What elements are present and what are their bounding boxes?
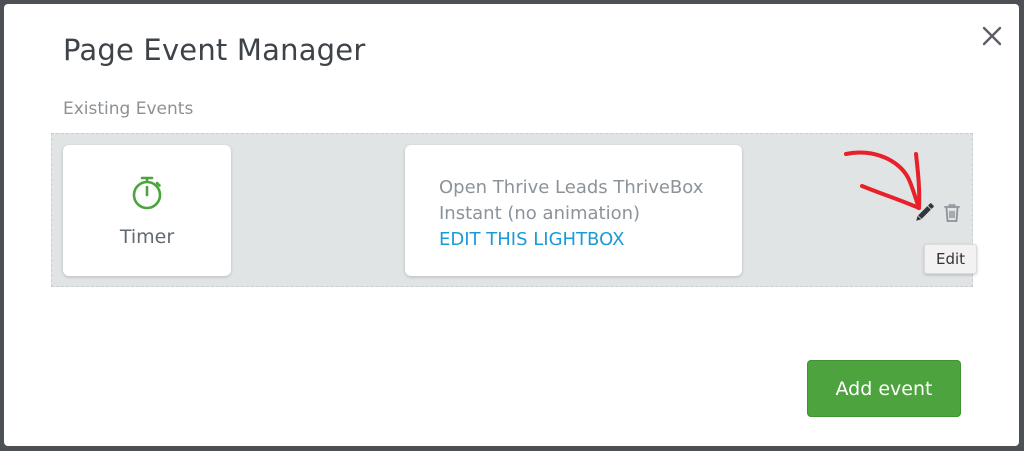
- close-icon: [982, 26, 1002, 46]
- action-line-2: Instant (no animation): [439, 203, 641, 224]
- action-description: Open Thrive Leads ThriveBox Instant (no …: [439, 175, 703, 253]
- stopwatch-icon: [132, 176, 162, 210]
- action-line-1: Open Thrive Leads ThriveBox: [439, 177, 704, 198]
- event-row: Timer Open Thrive Leads ThriveBox Instan…: [51, 133, 973, 287]
- row-actions: [914, 202, 962, 224]
- add-event-button[interactable]: Add event: [807, 360, 961, 417]
- pencil-icon[interactable]: [914, 202, 934, 224]
- close-button[interactable]: [978, 22, 1006, 50]
- existing-events-label: Existing Events: [63, 99, 194, 119]
- action-card[interactable]: Open Thrive Leads ThriveBox Instant (no …: [405, 145, 742, 276]
- trigger-card[interactable]: Timer: [63, 145, 231, 276]
- trash-icon[interactable]: [942, 202, 962, 224]
- page-event-manager-modal: Page Event Manager Existing Events Timer…: [4, 4, 1019, 446]
- modal-title: Page Event Manager: [63, 33, 366, 67]
- edit-tooltip: Edit: [924, 244, 977, 274]
- edit-lightbox-link[interactable]: EDIT THIS LIGHTBOX: [439, 229, 625, 250]
- trigger-label: Timer: [119, 226, 175, 248]
